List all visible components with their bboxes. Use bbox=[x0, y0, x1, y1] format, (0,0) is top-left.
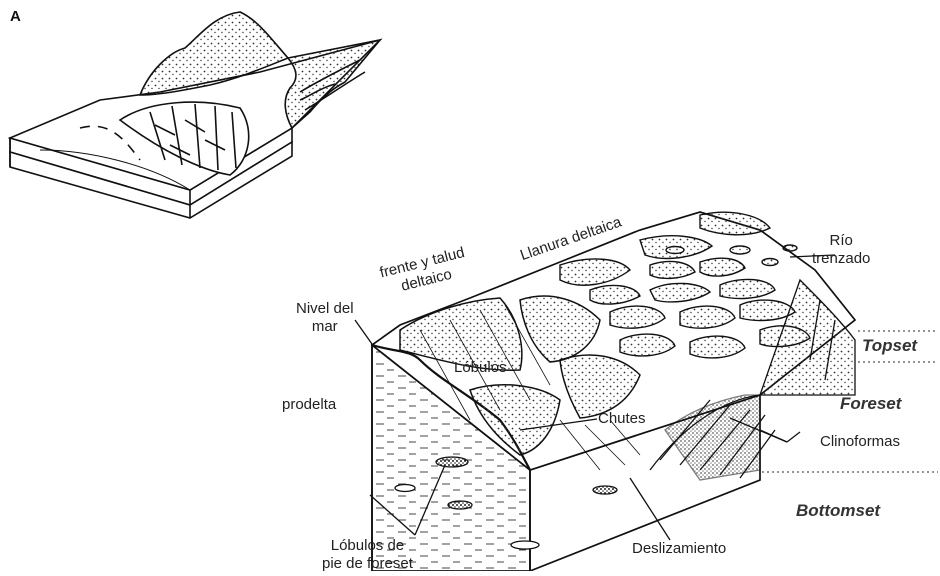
label-lobulos-pie-line1: Lóbulos de bbox=[322, 537, 413, 555]
label-nivel-line1: Nivel del bbox=[296, 300, 354, 318]
panel-label: A bbox=[10, 8, 21, 25]
label-nivel-line2: mar bbox=[296, 318, 354, 336]
label-nivel-del-mar: Nivel del mar bbox=[296, 300, 354, 336]
label-bottomset: Bottomset bbox=[796, 502, 880, 520]
label-rio-trenzado: Río trenzado bbox=[812, 232, 870, 268]
label-deslizamiento: Deslizamiento bbox=[632, 540, 726, 558]
label-prodelta: prodelta bbox=[282, 396, 336, 414]
label-lobulos: Lóbulos bbox=[454, 359, 507, 377]
label-chutes: Chutes bbox=[598, 410, 646, 428]
label-lobulos-pie-foreset: Lóbulos de pie de foreset bbox=[322, 537, 413, 573]
label-topset: Topset bbox=[862, 337, 917, 355]
label-lobulos-pie-line2: pie de foreset bbox=[322, 555, 413, 573]
label-clinoformas: Clinoformas bbox=[820, 433, 900, 451]
label-rio-line1: Río bbox=[812, 232, 870, 250]
panel-a-block bbox=[10, 12, 380, 218]
label-rio-line2: trenzado bbox=[812, 250, 870, 268]
label-foreset: Foreset bbox=[840, 395, 901, 413]
